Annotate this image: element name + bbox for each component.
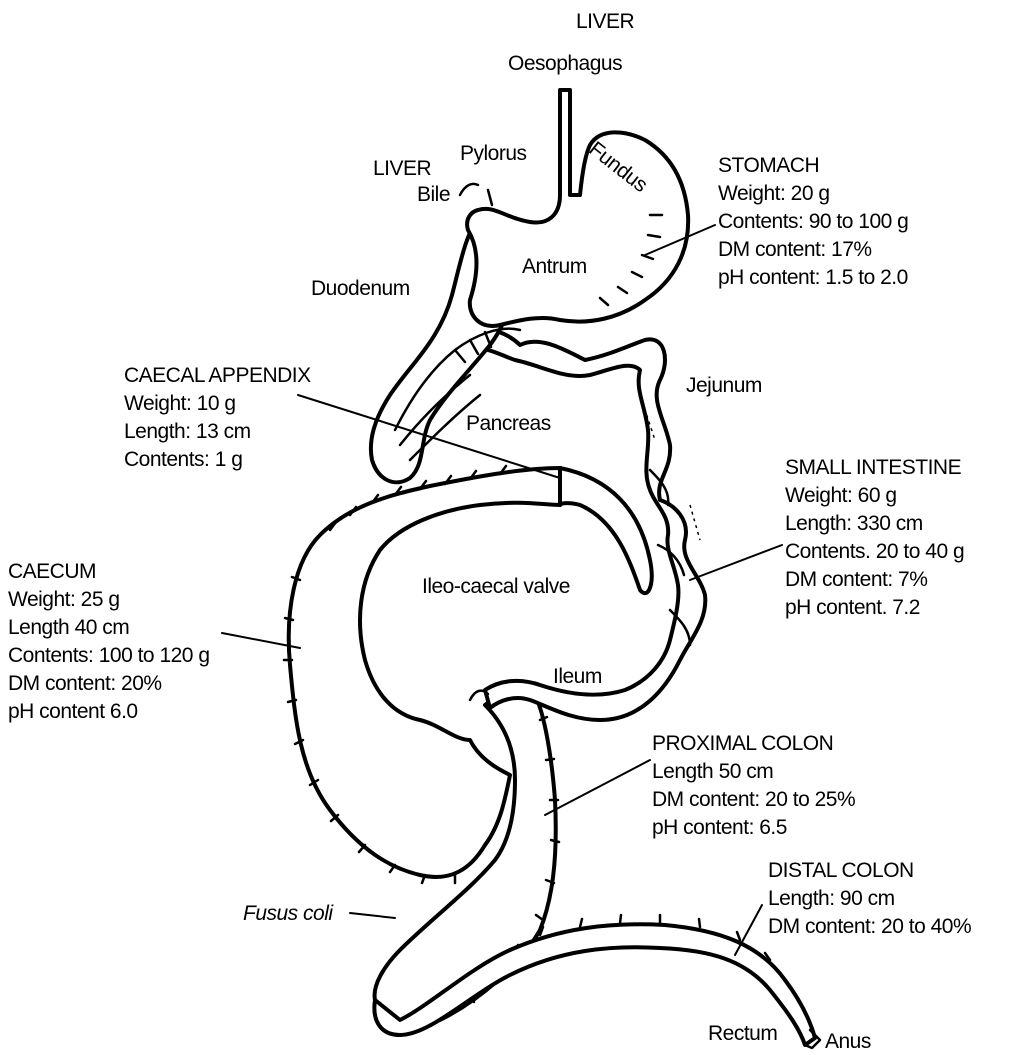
- pylorus-marker: [488, 190, 492, 205]
- fusus-coli-leader: [350, 913, 395, 918]
- caecal-appendix-shape: [560, 468, 652, 593]
- pancreas-label: Pancreas: [466, 412, 551, 435]
- bile-duct: [460, 184, 478, 195]
- liver-left-label: LIVER: [373, 157, 432, 180]
- liver-top-label: LIVER: [576, 10, 635, 33]
- proximal-colon-leader: [545, 760, 650, 815]
- small-intestine-info: SMALL INTESTINE Weight: 60 g Length: 330…: [785, 456, 969, 619]
- stomach-info: STOMACH Weight: 20 g Contents: 90 to 100…: [718, 154, 914, 289]
- ileo-caecal-valve-label: Ileo-caecal valve: [422, 575, 570, 598]
- caecal-appendix-info: CAECAL APPENDIX Weight: 10 g Length: 13 …: [124, 364, 316, 471]
- distal-colon-info: DISTAL COLON Length: 90 cm DM content: 2…: [768, 859, 971, 938]
- bile-label: Bile: [417, 183, 450, 206]
- stomach-shape: [467, 90, 688, 326]
- antrum-label: Antrum: [522, 255, 587, 278]
- small-intestine-shape: [470, 329, 705, 720]
- caecum-info: CAECUM Weight: 25 g Length 40 cm Content…: [8, 560, 215, 723]
- fusus-coli-label: Fusus coli: [243, 902, 334, 925]
- small-intestine-leader: [690, 545, 782, 580]
- ileum-label: Ileum: [553, 665, 602, 688]
- rectum-label: Rectum: [708, 1022, 777, 1045]
- oesophagus-label: Oesophagus: [508, 52, 622, 75]
- duodenum-label: Duodenum: [311, 277, 410, 300]
- pylorus-label: Pylorus: [460, 142, 527, 165]
- anus-label: Anus: [825, 1030, 871, 1053]
- proximal-colon-info: PROXIMAL COLON Length 50 cm DM content: …: [652, 732, 860, 839]
- jejunum-label: Jejunum: [686, 374, 762, 397]
